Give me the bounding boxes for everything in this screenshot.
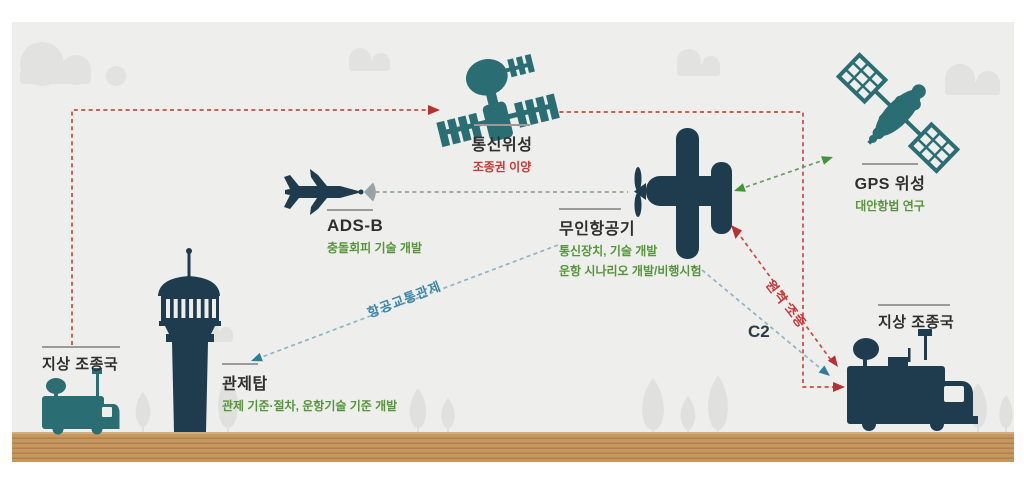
gps-satellite-title: GPS 위성 (854, 176, 926, 193)
label-gps-satellite: GPS 위성 대안항법 연구 (840, 163, 940, 214)
label-rule (474, 124, 530, 126)
label-uav: 무인항공기 통신장치, 기술 개발 운항 시나리오 개발/비행시험 (559, 208, 701, 279)
cloud-icon (677, 49, 720, 76)
arrowhead-icon (251, 352, 263, 362)
link-satellite-to-gcs-right (552, 111, 833, 388)
comm-satellite-title: 통신위성 (471, 137, 533, 154)
arrowhead-icon (833, 382, 845, 392)
gps-satellite-subtitle: 대안항법 연구 (855, 199, 925, 213)
gps-satellite-icon (835, 52, 961, 174)
control-tower-title: 관제탑 (222, 376, 268, 393)
tower-windows (166, 299, 216, 318)
uav-icon (634, 128, 732, 259)
label-rule (42, 346, 120, 348)
label-ground-station-right: 지상 조종국 (878, 304, 954, 332)
uav-subtitle-2: 운항 시나리오 개발/비행시험 (559, 264, 702, 278)
c2-link-label: C2 (748, 322, 770, 341)
adsb-aircraft-icon (284, 169, 376, 215)
ground-station-left-icon (42, 368, 120, 435)
communication-satellite-icon (436, 53, 560, 148)
label-rule (222, 363, 258, 365)
label-rule (862, 163, 918, 165)
arrowhead-icon (731, 225, 742, 239)
label-ground-station-left: 지상 조종국 (42, 346, 120, 374)
link-c2 (701, 269, 821, 369)
cloud-icon (349, 48, 390, 71)
vehicle-window (102, 407, 112, 417)
control-tower-subtitle: 관제 기준·절차, 운항기술 기준 개발 (222, 399, 398, 413)
arrowhead-icon (428, 105, 440, 115)
vehicle-window (944, 386, 964, 402)
link-remote-control (740, 236, 832, 361)
arrowhead-icon (734, 183, 746, 192)
label-rule (878, 304, 950, 306)
adsb-subtitle: 충돌회피 기술 개발 (327, 241, 422, 255)
arrowhead-icon (818, 365, 830, 376)
label-adsb: ADS-B 충돌회피 기술 개발 (327, 209, 422, 256)
ground-station-right-icon (847, 329, 978, 431)
adsb-title: ADS-B (327, 216, 384, 235)
cloud-icon (20, 42, 126, 86)
signal-cone-icon (364, 182, 376, 202)
comm-satellite-subtitle: 조종권 이양 (472, 160, 532, 174)
label-comm-satellite: 통신위성 조종권 이양 (452, 124, 552, 175)
link-gps-to-uav (745, 160, 822, 188)
ground (12, 432, 1014, 462)
cloud-icon (945, 64, 1000, 95)
label-control-tower: 관제탑 관제 기준·절차, 운항기술 기준 개발 (222, 363, 397, 414)
tree-icon (135, 375, 1013, 432)
ground-station-left-title: 지상 조종국 (42, 356, 119, 373)
uav-title: 무인항공기 (559, 221, 636, 238)
arrowhead-icon (827, 355, 838, 367)
arrowhead-icon (821, 156, 833, 165)
control-tower-icon (158, 248, 221, 432)
ground-station-right-title: 지상 조종국 (878, 314, 955, 331)
link-air-traffic-control (261, 244, 559, 358)
uav-subtitle-1: 통신장치, 기술 개발 (559, 244, 658, 258)
label-rule (327, 209, 373, 211)
label-rule (559, 208, 621, 210)
